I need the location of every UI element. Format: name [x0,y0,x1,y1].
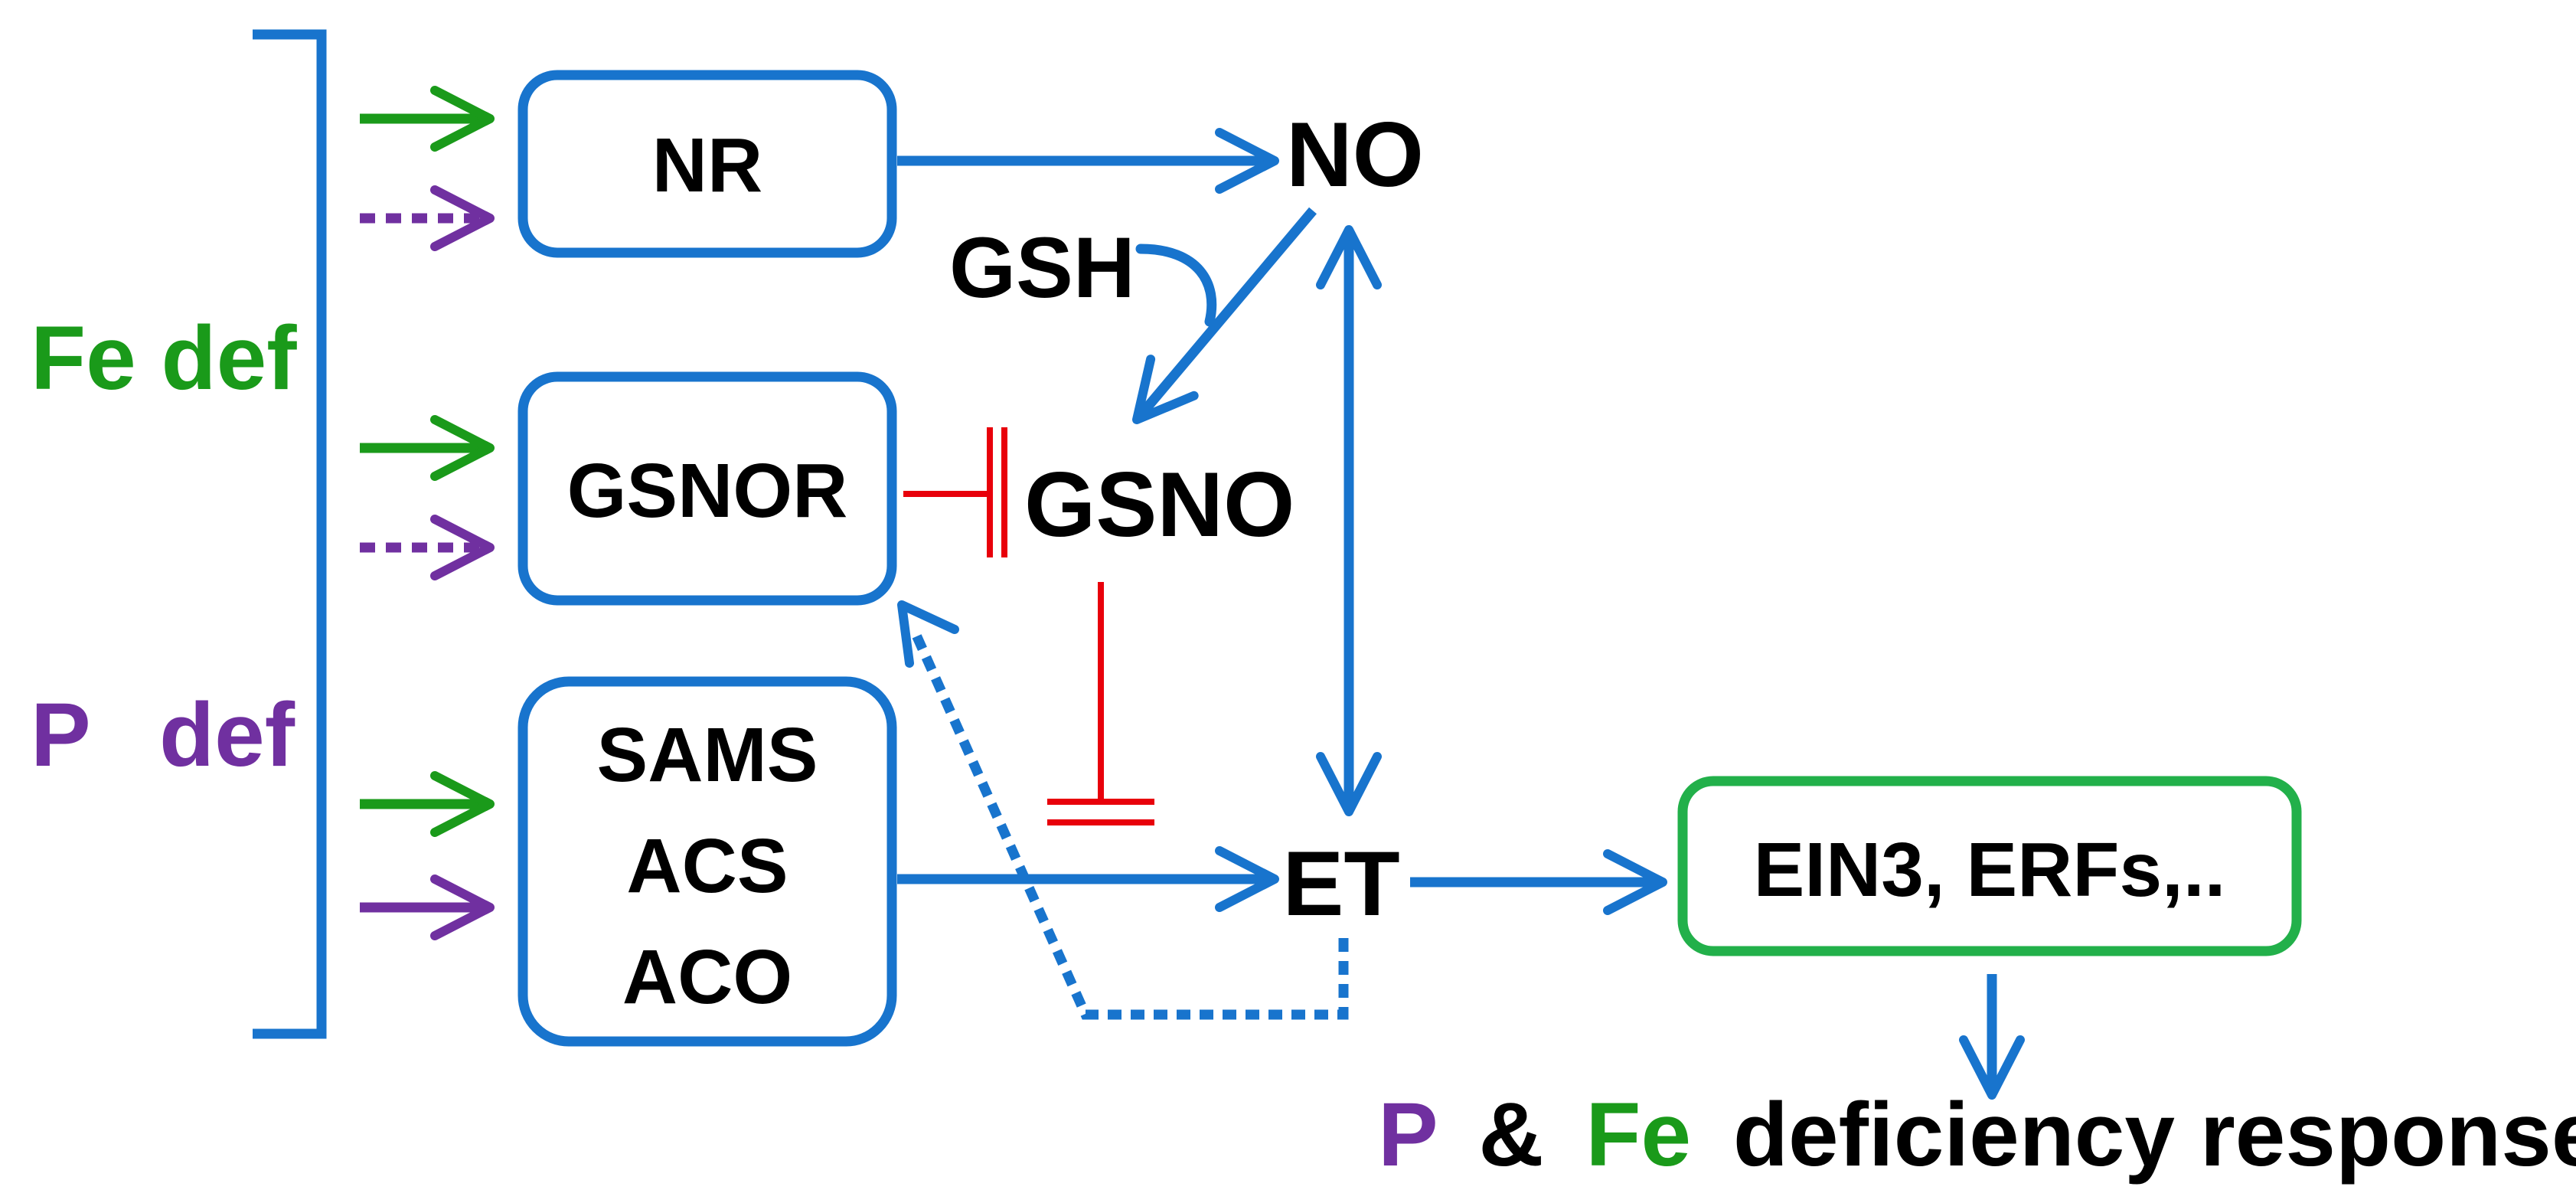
no-to-gsno-arrow [1132,207,1317,424]
responses-fe: Fe [1585,1084,1691,1185]
et-label: ET [1282,832,1399,935]
gsnor-box [517,371,897,606]
sams-label: SAMS [597,712,818,798]
responses-caption: P & Fe deficiency responses [1378,1084,2576,1185]
aco-label: ACO [622,934,792,1020]
responses-rest: deficiency responses [1733,1084,2576,1185]
responses-amp: & [1478,1084,1543,1185]
nr-label: NR [652,123,762,208]
nr-box [517,70,897,258]
gsnor-label: GSNOR [567,448,848,534]
gsh-join-curve [1135,244,1217,327]
gsno-label: GSNO [1024,453,1295,556]
responses-p: P [1378,1084,1437,1185]
p-def-label: def [159,685,295,786]
gsh-label: GSH [949,220,1135,315]
fe-def-label: Fe def [31,308,297,409]
ein3-erfs-label: EIN3, ERFs,.. [1754,827,2226,913]
et-feedback-arrowhead [897,600,959,668]
ethylene-synthesis-box [517,676,897,1047]
deficiency-bracket [253,29,327,1039]
no-label: NO [1286,103,1424,206]
acs-label: ACS [626,823,788,909]
p-label: P [31,685,91,786]
ein3-erfs-box [1677,776,2302,956]
